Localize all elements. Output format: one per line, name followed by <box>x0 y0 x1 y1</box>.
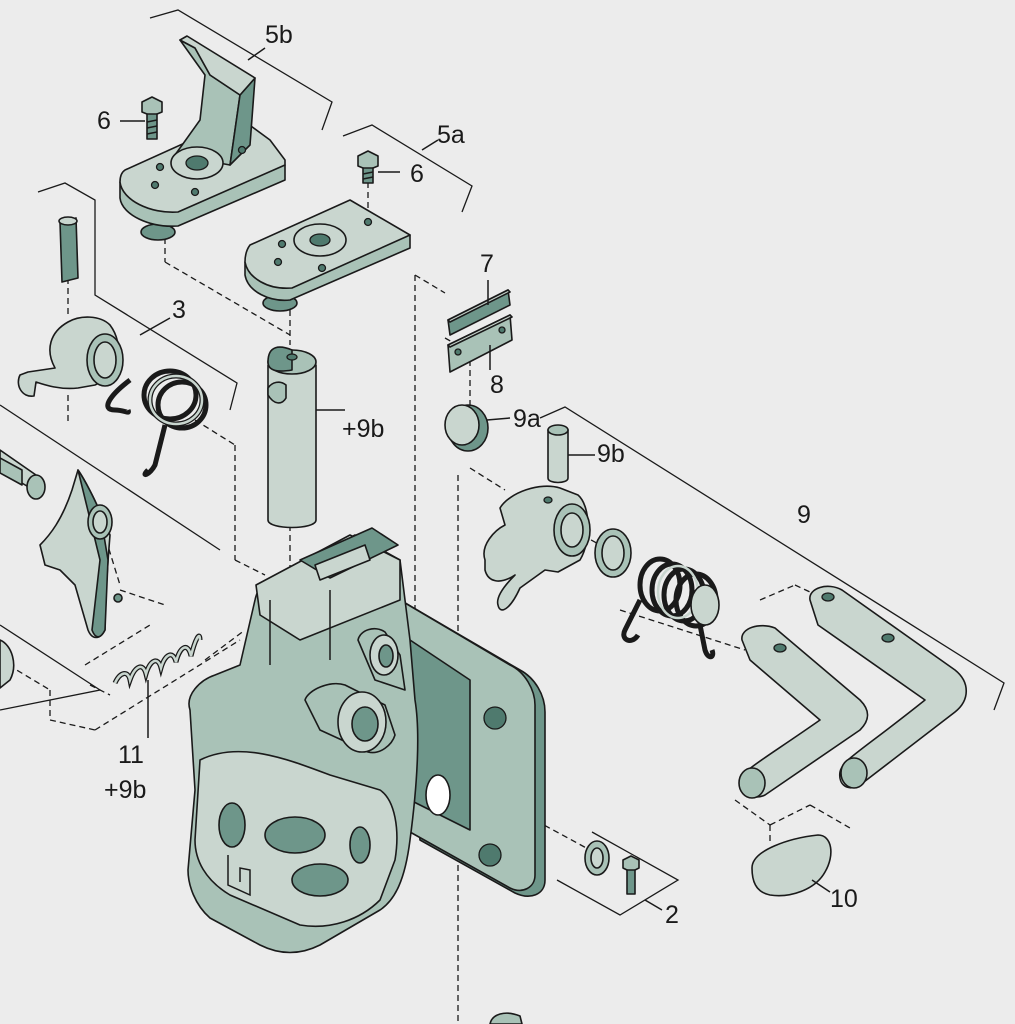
part-9-bent-rod-back <box>809 585 968 789</box>
part-11-spring <box>112 633 203 690</box>
callout-6-left: 6 <box>97 107 111 135</box>
callout-8: 8 <box>490 371 504 399</box>
part-9-washer <box>594 528 632 578</box>
part-2-washer-bolt <box>584 840 640 895</box>
callout-labels: 5b 6 5a 6 7 3 8 +9b 9a 9b 9 11 +9b 2 10 <box>97 21 858 929</box>
bolt-6-left <box>141 96 163 140</box>
part-5a-plate <box>244 199 411 312</box>
part-3-spring <box>105 368 209 478</box>
callout-10: 10 <box>830 885 858 913</box>
part-9b-pin <box>547 424 569 484</box>
left-latch <box>39 469 123 639</box>
parts-7-8-plates <box>447 289 513 373</box>
long-pin <box>267 346 317 529</box>
bottom-ring-partial <box>489 1012 523 1024</box>
callout-9b-pin: +9b <box>342 415 384 443</box>
callout-9: 9 <box>797 501 811 529</box>
callout-9a: 9a <box>513 405 541 433</box>
bolt-6-right <box>357 150 379 184</box>
main-coupling-body <box>187 527 546 954</box>
part-5b-bracket <box>119 35 286 241</box>
part-10-grip <box>751 834 832 897</box>
left-shaft <box>0 449 46 500</box>
callout-5a: 5a <box>437 121 465 149</box>
left-edge-part <box>0 639 15 689</box>
part-9-bent-rod-front <box>738 624 869 799</box>
group-brackets <box>0 9 1005 916</box>
part-9-spring <box>621 556 720 660</box>
callout-6-right: 6 <box>410 160 424 188</box>
callout-5b: 5b <box>265 21 293 49</box>
callout-11: 11 <box>118 741 144 769</box>
callout-11-sub: +9b <box>104 776 146 804</box>
callout-2: 2 <box>665 901 679 929</box>
leader-lines <box>120 47 831 911</box>
callout-9b: 9b <box>597 440 625 468</box>
assembly-guide-lines <box>0 182 851 1024</box>
part-9a-disc <box>444 404 489 452</box>
callout-3: 3 <box>172 296 186 324</box>
part-3-lever <box>17 216 124 397</box>
callout-7: 7 <box>480 250 494 278</box>
part-9-lever-arm <box>483 485 591 611</box>
